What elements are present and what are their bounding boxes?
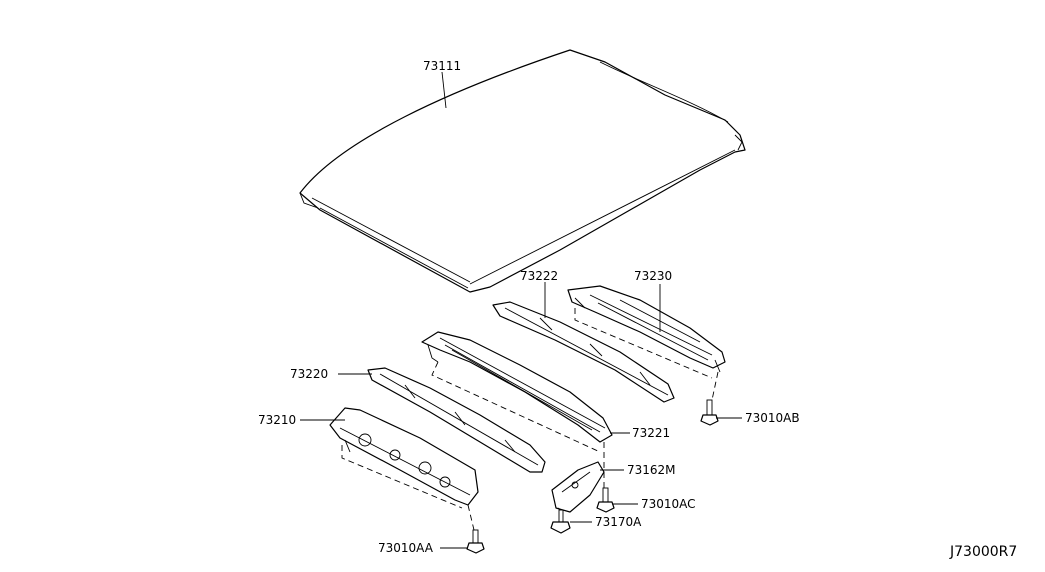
callout-73221: 73221 [632,426,670,440]
bolt-73010ac [596,487,615,513]
leader-lines [300,71,742,549]
callout-73230: 73230 [634,269,672,283]
front-rail [367,367,546,473]
bracket [551,461,605,513]
callout-73222: 73222 [520,269,558,283]
diagram-code: J73000R7 [949,544,1017,560]
roof-panel [299,49,746,293]
callout-73010ab: 73010AB [745,411,800,425]
bolt-73010ab [700,399,719,426]
callout-73162m: 73162M [627,463,676,477]
bolt-73010aa [466,529,485,554]
clip-73170a [550,509,571,534]
callout-73010ac: 73010AC [641,497,696,511]
callout-73210: 73210 [258,413,296,427]
alignment-lines [341,308,719,531]
callout-73170a: 73170A [595,515,642,529]
front-header [329,407,479,506]
center-bow [421,331,613,443]
callout-73220: 73220 [290,367,328,381]
rear-rail [567,285,726,373]
callout-73010aa: 73010AA [378,541,434,555]
callout-73111: 73111 [423,59,461,73]
rear-bow [492,301,675,403]
